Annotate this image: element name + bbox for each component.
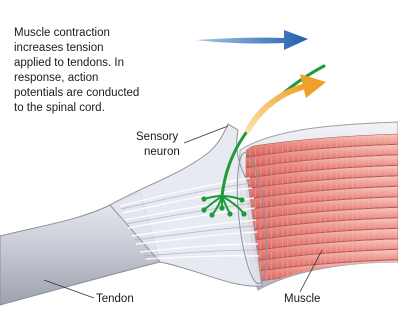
action-potential-arrow — [248, 74, 326, 130]
caption-line: increases tension — [14, 42, 104, 54]
caption-line: applied to tendons. In — [14, 57, 124, 69]
sensory-neuron-label-line: Sensory — [136, 131, 178, 143]
sensory-neuron-label-line: neuron — [144, 146, 180, 158]
contraction-arrow — [196, 30, 308, 50]
caption-text: Muscle contraction increases tension app… — [14, 27, 143, 114]
muscle-label: Muscle — [284, 293, 320, 305]
caption-line: to the spinal cord. — [14, 102, 105, 114]
sensory-neuron-label: Sensory neuron — [136, 131, 181, 158]
caption-line: Muscle contraction — [14, 27, 110, 39]
caption-line: response, action — [14, 72, 98, 84]
caption-line: potentials are conducted — [14, 87, 139, 99]
tendon-label: Tendon — [96, 293, 134, 305]
